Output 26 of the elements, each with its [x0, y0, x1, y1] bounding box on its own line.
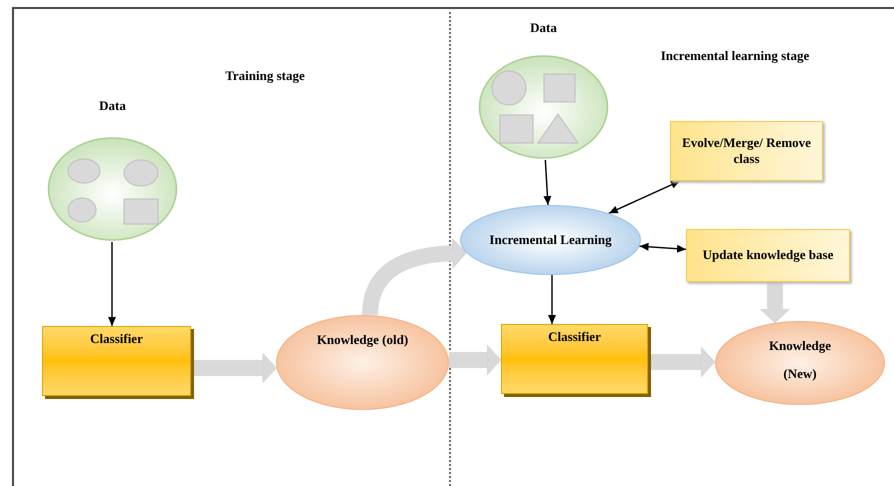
classifier-label: Classifier [548, 329, 601, 346]
knowledge-label: Knowledge [768, 338, 832, 354]
arrow [548, 275, 556, 324]
knowledge-label: Knowledge (old) [316, 332, 408, 348]
process-label: Update knowledge base [702, 247, 834, 264]
data-label: Data [99, 98, 126, 114]
arrow [640, 242, 686, 253]
arrow [108, 242, 116, 326]
arrow [543, 160, 552, 206]
classifier-box [501, 324, 648, 394]
process-box [670, 121, 823, 181]
data-label: Data [530, 20, 557, 36]
block-arrow [648, 346, 716, 378]
process-label: Evolve/Merge/ Remove class [681, 134, 812, 168]
block-arrow [760, 282, 790, 324]
block-arrow [448, 344, 502, 376]
process-label: Incremental Learning [489, 232, 612, 248]
classifier-box [42, 326, 191, 396]
block-arrow [191, 352, 277, 384]
classifier-label: Classifier [90, 331, 143, 348]
block-arrow [362, 238, 466, 316]
stage-title: Training stage [224, 68, 306, 84]
knowledge-label: (New) [783, 366, 817, 382]
process-box [686, 229, 850, 282]
stage-title: Incremental learning stage [660, 48, 810, 64]
arrow [608, 180, 680, 214]
